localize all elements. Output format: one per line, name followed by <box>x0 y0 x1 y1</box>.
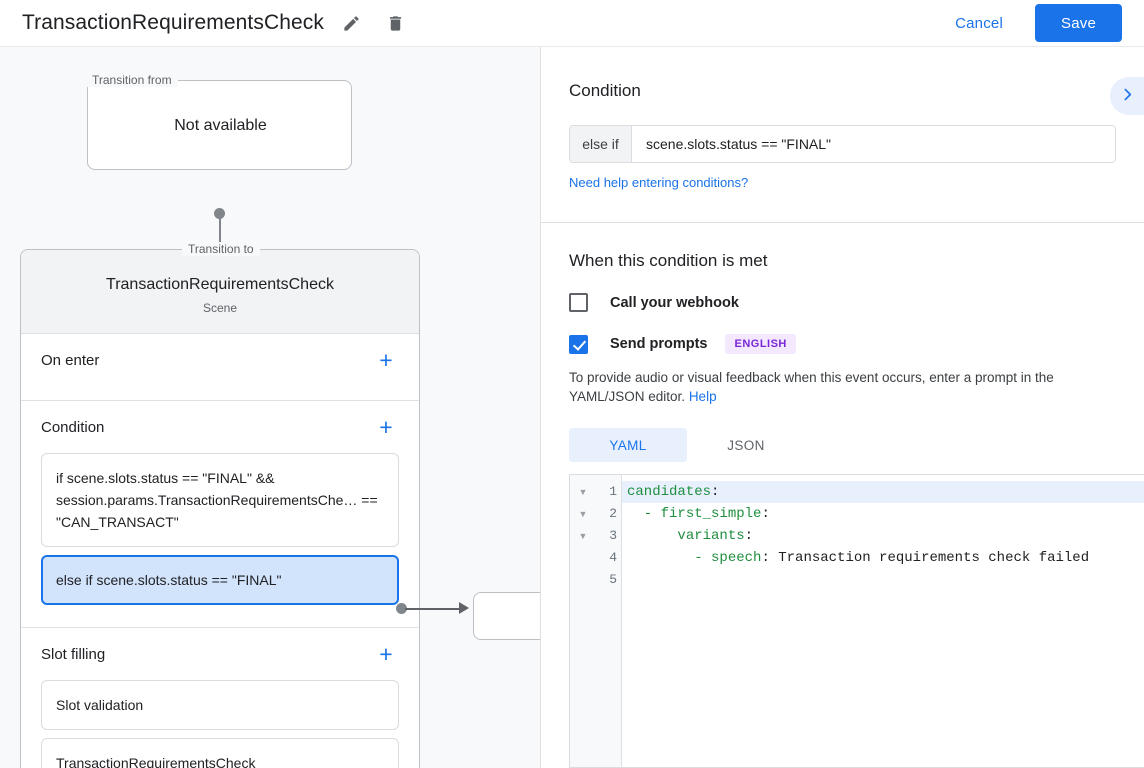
save-button[interactable]: Save <box>1035 4 1122 42</box>
section-on-enter: On enter + <box>21 334 419 401</box>
chevron-right-icon <box>1119 86 1136 106</box>
cancel-button[interactable]: Cancel <box>943 7 1015 40</box>
code-colon: : <box>761 550 770 566</box>
code-line[interactable]: - speech: Transaction requirements check… <box>622 547 1144 569</box>
send-prompts-description-text: To provide audio or visual feedback when… <box>569 370 1054 404</box>
section-title-condition: Condition <box>41 418 105 436</box>
fold-arrow-placeholder <box>570 569 596 591</box>
transition-from-legend: Transition from <box>86 73 178 87</box>
condition-heading: Condition <box>569 81 641 100</box>
fold-arrow-icon[interactable]: ▼ <box>578 487 588 497</box>
code-colon: : <box>711 484 720 500</box>
code-value: Transaction requirements check failed <box>769 550 1090 566</box>
condition-item-selected[interactable]: else if scene.slots.status == "FINAL" <box>41 555 399 605</box>
trash-icon <box>386 14 405 33</box>
editor-format-tabs: YAML JSON <box>569 428 1116 462</box>
transition-from-node[interactable]: Not available <box>87 80 352 170</box>
target-node-clipped[interactable] <box>473 592 540 640</box>
delete-button[interactable] <box>378 6 412 40</box>
code-colon: : <box>744 528 754 544</box>
slot-filling-item[interactable]: TransactionRequirementsCheck <box>41 738 399 768</box>
collapse-panel-button[interactable] <box>1110 77 1144 115</box>
tab-yaml[interactable]: YAML <box>569 428 687 462</box>
fold-arrow-icon[interactable]: ▼ <box>578 509 588 519</box>
tab-json[interactable]: JSON <box>687 428 805 462</box>
edge-arrow-right-icon <box>459 602 469 614</box>
line-number: 3 <box>609 528 617 543</box>
section-header: On enter + <box>41 334 399 386</box>
app-header: TransactionRequirementsCheck Cancel Save <box>0 0 1144 47</box>
transition-from-value: Not available <box>174 117 267 134</box>
condition-block: Condition else if Need help entering con… <box>541 47 1144 192</box>
condition-prefix-label: else if <box>570 126 632 162</box>
section-slot-filling: Slot filling + Slot validation Transacti… <box>21 628 419 768</box>
fold-gutter: ▼ ▼ ▼ <box>570 475 596 767</box>
transition-to-legend: Transition to <box>182 242 260 256</box>
details-panel: Condition else if Need help entering con… <box>540 47 1144 768</box>
code-line[interactable] <box>622 569 1144 591</box>
when-condition-met-heading: When this condition is met <box>569 251 768 270</box>
send-prompts-checkbox[interactable] <box>569 334 588 354</box>
transition-to-node[interactable]: TransactionRequirementsCheck Scene On en… <box>20 249 420 768</box>
code-indent: - <box>627 550 712 566</box>
condition-field-row[interactable]: else if <box>569 125 1116 163</box>
graph-canvas[interactable]: Not available Transition from Transactio… <box>0 47 540 768</box>
section-title-on-enter: On enter <box>41 351 100 369</box>
scene-header: TransactionRequirementsCheck Scene <box>21 250 419 334</box>
send-prompts-row[interactable]: Send prompts ENGLISH <box>569 334 1116 354</box>
call-webhook-label: Call your webhook <box>610 294 739 311</box>
add-condition-button[interactable]: + <box>373 414 399 440</box>
code-indent <box>627 528 677 544</box>
line-number: 4 <box>609 550 617 565</box>
section-header: Condition + <box>41 401 399 453</box>
line-number: 1 <box>609 484 617 499</box>
scene-name: TransactionRequirementsCheck <box>106 276 334 293</box>
code-line[interactable]: variants: <box>622 525 1144 547</box>
webhook-row[interactable]: Call your webhook <box>569 293 1116 312</box>
edge-out-dot <box>396 603 407 614</box>
line-number: 2 <box>609 506 617 521</box>
condition-input[interactable] <box>632 126 1115 162</box>
fold-arrow-placeholder <box>570 547 596 569</box>
add-on-enter-button[interactable]: + <box>373 347 399 373</box>
fold-arrow-icon[interactable]: ▼ <box>578 531 588 541</box>
call-webhook-checkbox[interactable] <box>569 293 588 312</box>
code-key: first_simple <box>660 506 762 522</box>
code-key: variants <box>677 528 745 544</box>
condition-item[interactable]: if scene.slots.status == "FINAL" && sess… <box>41 453 399 547</box>
edge-out-line <box>405 608 461 610</box>
code-colon: : <box>761 506 770 522</box>
prompts-help-link[interactable]: Help <box>688 389 717 404</box>
yaml-editor[interactable]: ▼ ▼ ▼ 1 2 3 4 5 candidates: - first_simp… <box>569 474 1144 768</box>
scene-type: Scene <box>202 301 238 315</box>
edit-name-button[interactable] <box>334 6 368 40</box>
add-slot-filling-button[interactable]: + <box>373 641 399 667</box>
code-key: speech <box>711 550 762 566</box>
condition-help-link[interactable]: Need help entering conditions? <box>569 175 749 190</box>
code-line[interactable]: - first_simple: <box>622 503 1144 525</box>
slot-filling-item[interactable]: Slot validation <box>41 680 399 730</box>
line-number-gutter: 1 2 3 4 5 <box>596 475 622 767</box>
code-indent: - <box>627 506 661 522</box>
section-header: Slot filling + <box>41 628 399 680</box>
send-prompts-label: Send prompts <box>610 336 708 352</box>
pencil-icon <box>342 14 361 33</box>
section-title-slot-filling: Slot filling <box>41 645 106 663</box>
page-title: TransactionRequirementsCheck <box>22 11 324 34</box>
line-number: 5 <box>609 572 617 587</box>
code-line[interactable]: candidates: <box>622 481 1144 503</box>
send-prompts-description: To provide audio or visual feedback when… <box>569 368 1116 406</box>
code-key: candidates <box>627 484 712 500</box>
code-area[interactable]: candidates: - first_simple: variants: - … <box>622 475 1144 767</box>
panel-divider <box>541 222 1144 223</box>
section-condition: Condition + if scene.slots.status == "FI… <box>21 401 419 628</box>
language-badge: ENGLISH <box>725 334 796 354</box>
when-condition-met-block: When this condition is met Call your web… <box>541 223 1144 462</box>
